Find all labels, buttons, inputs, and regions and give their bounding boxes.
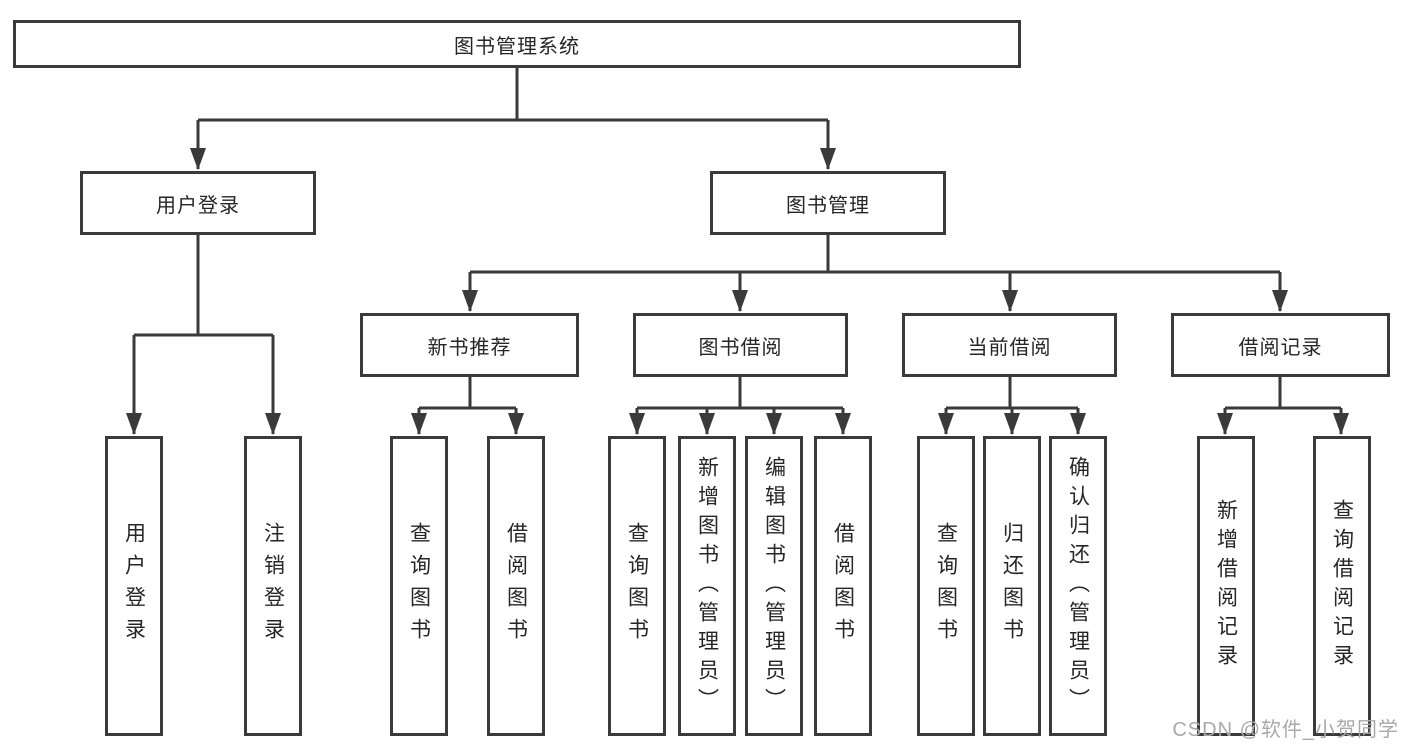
leaf-confirm-return-admin: 确认归还（管理员）: [1049, 436, 1107, 736]
leaf-query-book-recommend: 查询图书: [390, 436, 448, 736]
leaf-add-book-admin: 新增图书（管理员）: [678, 436, 736, 736]
leaf-borrow-book: 借阅图书: [814, 436, 872, 736]
leaf-add-borrow-record: 新增借阅记录: [1197, 436, 1255, 736]
leaf-edit-book-admin: 编辑图书（管理员）: [745, 436, 803, 736]
leaf-query-book-current: 查询图书: [917, 436, 975, 736]
leaf-add-borrow-record-label: 新增借阅记录: [1214, 499, 1238, 673]
leaf-query-book-current-label: 查询图书: [934, 522, 958, 650]
leaf-logout: 注销登录: [244, 436, 302, 736]
leaf-query-borrow-record: 查询借阅记录: [1313, 436, 1371, 736]
node-current-borrow: 当前借阅: [902, 313, 1117, 377]
leaf-borrow-book-recommend: 借阅图书: [487, 436, 545, 736]
connector-arrows: [126, 120, 1349, 435]
leaf-user-login-label: 用户登录: [122, 522, 146, 650]
leaf-confirm-return-admin-label: 确认归还（管理员）: [1066, 455, 1090, 717]
leaf-query-book-recommend-label: 查询图书: [407, 522, 431, 650]
node-root-label: 图书管理系统: [454, 35, 580, 58]
node-current-borrow-label: 当前借阅: [967, 336, 1052, 359]
leaf-logout-label: 注销登录: [261, 522, 285, 650]
node-new-book-recommend-label: 新书推荐: [427, 336, 512, 359]
node-root-system: 图书管理系统: [13, 20, 1021, 68]
leaf-query-borrow-record-label: 查询借阅记录: [1330, 499, 1354, 673]
node-borrow-record: 借阅记录: [1171, 313, 1390, 377]
leaf-return-book: 归还图书: [983, 436, 1041, 736]
leaf-borrow-book-label: 借阅图书: [831, 522, 855, 650]
node-new-book-recommend: 新书推荐: [360, 313, 579, 377]
connector-rails: [134, 68, 1341, 410]
leaf-query-book-borrow: 查询图书: [608, 436, 666, 736]
node-book-borrow: 图书借阅: [633, 313, 848, 377]
leaf-add-book-admin-label: 新增图书（管理员）: [695, 455, 719, 717]
leaf-return-book-label: 归还图书: [1000, 522, 1024, 650]
leaf-user-login: 用户登录: [105, 436, 163, 736]
leaf-edit-book-admin-label: 编辑图书（管理员）: [762, 455, 786, 717]
node-book-management-label: 图书管理: [786, 194, 870, 217]
leaf-borrow-book-recommend-label: 借阅图书: [504, 522, 528, 650]
csdn-watermark: CSDN @软件_小贺同学: [1172, 719, 1399, 741]
node-book-borrow-label: 图书借阅: [698, 336, 783, 359]
node-book-management: 图书管理: [710, 171, 946, 235]
node-borrow-record-label: 借阅记录: [1238, 336, 1323, 359]
node-user-login-label: 用户登录: [156, 194, 240, 217]
node-user-login: 用户登录: [80, 171, 316, 235]
leaf-query-book-borrow-label: 查询图书: [625, 522, 649, 650]
